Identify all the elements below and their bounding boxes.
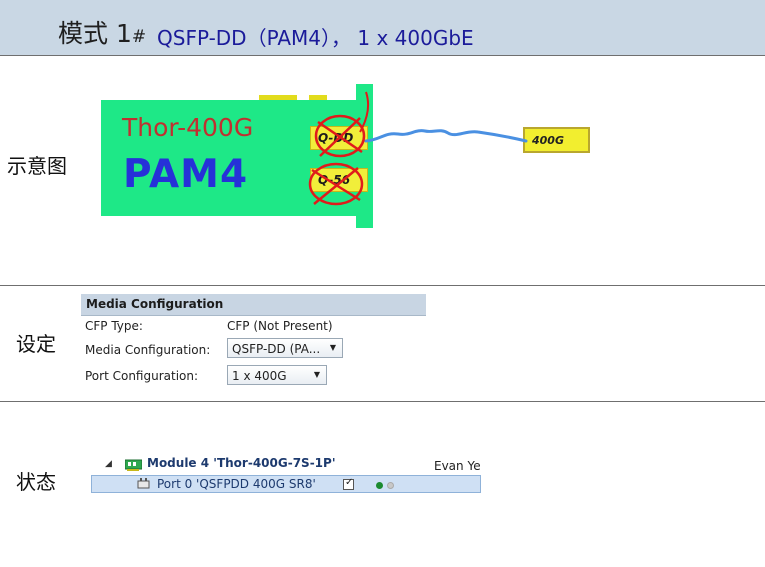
mode-title: 模式 1# [58,14,146,50]
row-label-status: 状态 [16,470,56,494]
link-status-gray-icon [387,482,394,489]
cfp-type-label: CFP Type: [85,319,143,333]
cable-line [364,129,528,143]
card-name: Thor-400G [122,113,254,142]
mode-subtitle: QSFP-DD（PAM4）， 1 x 400GbE [157,26,474,50]
separator-line [0,285,765,286]
port-config-dropdown[interactable]: 1 x 400G ▼ [227,365,327,385]
expand-toggle-icon[interactable]: ◢ [105,459,112,469]
card-gold-finger [309,95,327,101]
row-label-diagram: 示意图 [7,154,67,178]
port-icon [137,478,150,489]
red-cross-bottom [311,167,361,205]
chevron-down-icon: ▼ [313,370,320,379]
media-config-title: Media Configuration [86,297,224,311]
card-gold-finger [259,95,297,101]
port-config-label: Port Configuration: [85,369,199,383]
transceiver-module-label: 400G [532,134,564,147]
link-status-green-icon [376,482,383,489]
port-enabled-checkbox[interactable]: ✓ [343,477,354,490]
port-qsfp-56-label: Q-56 [318,173,351,187]
red-cross-top [317,117,363,157]
row-label-settings: 设定 [16,332,56,356]
media-config-value: QSFP-DD (PA... [232,342,321,356]
media-config-header: Media Configuration [81,294,426,316]
media-config-dropdown[interactable]: QSFP-DD (PA... ▼ [227,338,343,358]
red-circle-top [314,114,366,158]
checkmark-icon: ✓ [345,477,354,488]
network-card-icon [125,459,142,471]
header-bar: 模式 1# QSFP-DD（PAM4）， 1 x 400GbE [0,0,765,56]
card-mode-label: PAM4 [123,152,249,197]
separator-line [0,401,765,402]
red-circle-bottom [308,162,364,206]
port-config-value: 1 x 400G [232,369,287,383]
annotation-overlay [308,91,528,206]
mode-word: 模式 1 [58,19,132,48]
module-node[interactable]: Module 4 'Thor-400G-7S-1P' [147,456,336,470]
transceiver-module [523,127,590,153]
port-row[interactable] [91,475,481,493]
port-node-label: Port 0 'QSFPDD 400G SR8' [157,477,316,491]
chevron-down-icon: ▼ [329,343,336,352]
cfp-type-value: CFP (Not Present) [227,319,333,333]
module-owner: Evan Ye [434,459,481,473]
mode-hash: # [131,27,147,47]
media-config-label: Media Configuration: [85,343,211,357]
nic-card [101,100,363,216]
